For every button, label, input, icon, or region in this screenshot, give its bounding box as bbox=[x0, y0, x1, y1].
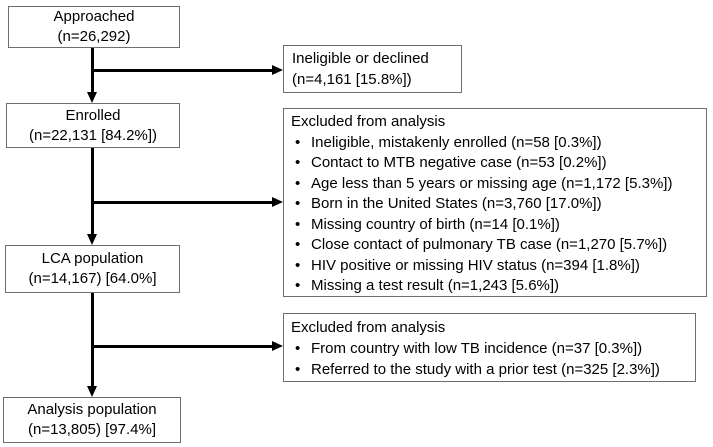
arrowhead-right-icon bbox=[272, 196, 283, 207]
arrow-branch-to-ineligible bbox=[92, 68, 272, 72]
box-analysis-population: Analysis population (n=13,805) [97.4%] bbox=[3, 397, 181, 443]
arrowhead-down-icon bbox=[86, 234, 97, 245]
box-analysis-population-label: Analysis population bbox=[27, 401, 157, 418]
box-approached: Approached (n=26,292) bbox=[8, 6, 180, 48]
excluded-2-title: Excluded from analysis bbox=[291, 319, 446, 336]
box-lca-population: LCA population (n=14,167) [64.0%] bbox=[5, 245, 180, 293]
excluded-1-item: Close contact of pulmonary TB case (n=1,… bbox=[284, 235, 700, 256]
excluded-1-item: Missing country of birth (n=14 [0.1%]) bbox=[284, 215, 700, 236]
box-ineligible-declined: Ineligible or declined (n=4,161 [15.8%]) bbox=[283, 45, 462, 93]
excluded-2-item: Referred to the study with a prior test … bbox=[284, 359, 689, 380]
excluded-1-item: HIV positive or missing HIV status (n=39… bbox=[284, 256, 700, 277]
box-approached-count: (n=26,292) bbox=[57, 28, 131, 45]
box-ineligible-declined-label: Ineligible or declined bbox=[292, 50, 429, 67]
excluded-1-item: Missing a test result (n=1,243 [5.6%]) bbox=[284, 276, 700, 297]
excluded-2-item: From country with low TB incidence (n=37… bbox=[284, 338, 689, 359]
excluded-1-title: Excluded from analysis bbox=[291, 113, 446, 130]
arrowhead-right-icon bbox=[272, 64, 283, 75]
box-excluded-from-analysis-1: Excluded from analysis Ineligible, mista… bbox=[283, 108, 707, 297]
box-analysis-population-count: (n=13,805) [97.4%] bbox=[27, 421, 156, 438]
excluded-1-item: Ineligible, mistakenly enrolled (n=58 [0… bbox=[284, 133, 700, 154]
excluded-1-item: Contact to MTB negative case (n=53 [0.2%… bbox=[284, 153, 700, 174]
arrow-branch-to-excluded-1 bbox=[92, 200, 272, 204]
arrow-branch-to-excluded-2 bbox=[92, 344, 272, 348]
box-approached-label: Approached bbox=[53, 8, 135, 25]
box-enrolled: Enrolled (n=22,131 [84.2%]) bbox=[6, 103, 180, 148]
arrowhead-down-icon bbox=[86, 92, 97, 103]
excluded-1-item: Born in the United States (n=3,760 [17.0… bbox=[284, 194, 700, 215]
arrowhead-down-icon bbox=[86, 386, 97, 397]
arrowhead-right-icon bbox=[272, 340, 283, 351]
box-enrolled-count: (n=22,131 [84.2%]) bbox=[28, 126, 157, 144]
box-enrolled-label: Enrolled bbox=[65, 106, 121, 124]
box-excluded-from-analysis-2: Excluded from analysis From country with… bbox=[283, 313, 696, 382]
box-lca-population-count: (n=14,167) [64.0%] bbox=[28, 270, 157, 287]
arrow-enrolled-to-lca bbox=[90, 148, 94, 234]
arrow-lca-to-analysis bbox=[90, 293, 94, 386]
box-lca-population-label: LCA population bbox=[41, 250, 144, 267]
excluded-1-item: Age less than 5 years or missing age (n=… bbox=[284, 174, 700, 195]
box-ineligible-declined-count: (n=4,161 [15.8%]) bbox=[292, 71, 412, 88]
